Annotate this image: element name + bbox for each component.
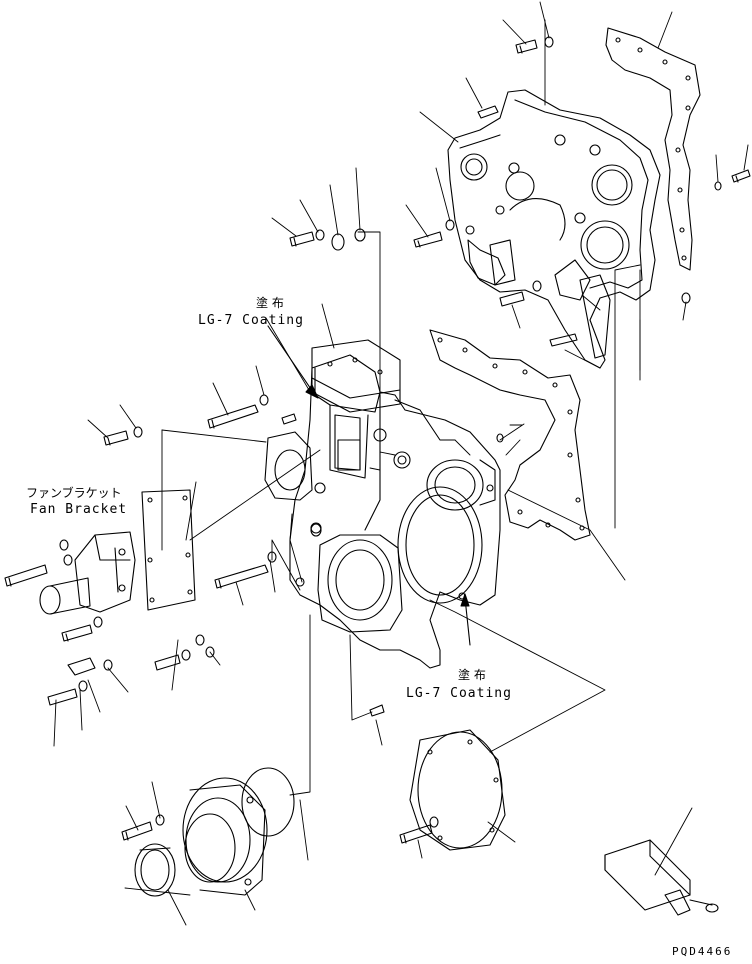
small-plate (67, 657, 96, 676)
seal-cover (182, 777, 268, 896)
bracket (579, 274, 611, 359)
front-seal (134, 843, 176, 897)
coating-arrow (267, 325, 471, 646)
front-cover (289, 354, 501, 669)
washer-icon (59, 36, 722, 828)
fan-bracket-label: Fan Bracket (30, 502, 128, 517)
coating-label-bottom-jp: 塗 布 (458, 668, 486, 682)
special-tool (604, 839, 719, 916)
gear-case-cover (409, 729, 506, 851)
fan-bracket-plate (141, 489, 196, 611)
o-ring (241, 767, 295, 837)
coating-label-top-jp: 塗 布 (256, 296, 284, 310)
coating-label-top: LG-7 Coating (198, 313, 304, 328)
upper-gasket (605, 27, 701, 271)
crank-plate-gasket (264, 431, 313, 501)
middle-gasket (429, 329, 591, 541)
drawing-code: PQD4466 (672, 945, 733, 958)
bracket-2 (489, 239, 516, 286)
fan-bracket-label-jp: ファンブラケット (26, 486, 122, 500)
fan-bracket (39, 531, 136, 615)
upper-gear-cover (447, 89, 661, 369)
coating-label-bottom: LG-7 Coating (406, 686, 512, 701)
bolt-icon (4, 39, 751, 844)
